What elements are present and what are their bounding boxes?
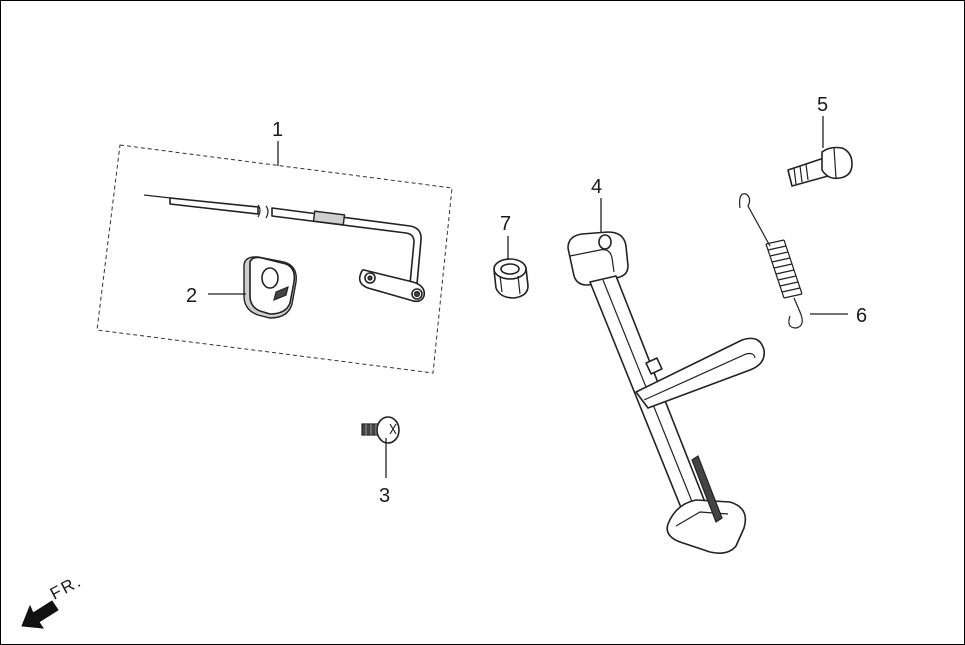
callout-1: 1	[272, 119, 283, 141]
assembly-group-outline	[96, 144, 453, 374]
spring-coils	[765, 239, 803, 299]
callout-5: 5	[817, 94, 828, 116]
part-6-spring	[739, 193, 803, 329]
part-1-cable-assembly	[143, 194, 426, 303]
callout-4: 4	[591, 176, 602, 198]
callout-6: 6	[856, 305, 867, 327]
front-direction-label: FR.	[47, 571, 85, 603]
callout-3: 3	[379, 485, 390, 507]
callout-2: 2	[186, 285, 197, 307]
part-2-switch-cover	[243, 256, 297, 319]
front-arrow-icon	[21, 600, 59, 629]
callout-7: 7	[500, 213, 511, 235]
front-direction-indicator: FR.	[21, 571, 85, 629]
part-4-side-stand	[567, 231, 766, 554]
part-3-screw	[361, 416, 400, 444]
part-7-collar	[493, 258, 529, 299]
part-5-bolt	[787, 146, 853, 187]
